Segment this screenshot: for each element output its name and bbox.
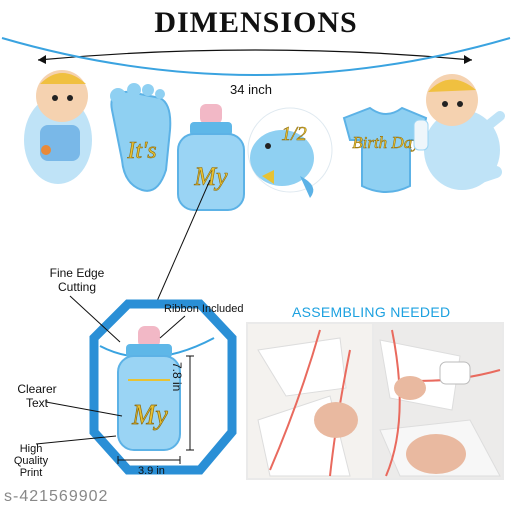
onesie-flag: Birth Day <box>342 106 428 193</box>
foot-flag: It's <box>110 83 172 192</box>
detail-octagon: My <box>89 299 237 475</box>
assembly-photos <box>246 322 504 480</box>
baby-flag-left <box>24 70 92 184</box>
callout-fine-edge: Fine Edge Cutting <box>49 266 105 294</box>
banner-width-label: 34 inch <box>230 82 272 97</box>
callout-clearer-text: Clearer Text <box>17 382 57 410</box>
baby-flag-right <box>413 74 505 190</box>
width-dimension-arrow <box>37 49 473 64</box>
flag-text-its: It's <box>126 138 156 164</box>
bottle-flag: My <box>177 104 245 211</box>
flag-text-my: My <box>193 162 228 191</box>
watermark: s-421569902 <box>4 488 109 505</box>
banner-string <box>1 37 511 76</box>
assembly-heading: ASSEMBLING NEEDED <box>292 304 451 320</box>
duck-flag: 1/2 <box>247 107 333 198</box>
callout-high-quality: High Quality Print <box>13 443 49 479</box>
flag-text-birthday: Birth Day <box>352 133 420 152</box>
detail-height-label: 7.8 in <box>170 362 184 392</box>
flag-text-half: 1/2 <box>281 123 307 145</box>
callout-ribbon: Ribbon Included <box>164 303 244 315</box>
page-title: DIMENSIONS <box>154 6 358 39</box>
detail-width-label: 3.9 in <box>138 465 165 477</box>
detail-text-my: My <box>131 400 168 431</box>
